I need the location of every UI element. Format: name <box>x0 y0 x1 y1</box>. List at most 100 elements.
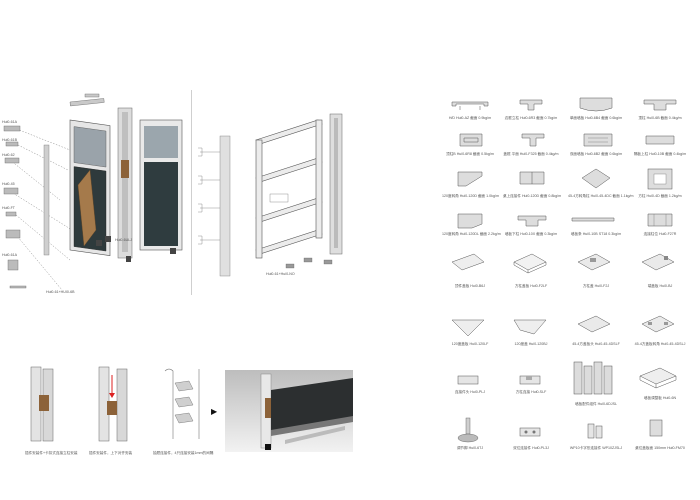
profile-r2c2-spec: 截面 0.4kg/m <box>537 152 559 156</box>
part-r1c4: 端盖板 Hui0-BJ <box>632 284 688 289</box>
foot-label: Hui0-6ULJ <box>115 238 132 242</box>
exploded-label-1: Hui0-61A <box>2 120 17 124</box>
step1-drawing <box>30 366 54 442</box>
assembly-bottom-label: Hui0-61+Hui0-NO <box>266 272 295 276</box>
profile-icon-r3c4 <box>647 168 673 190</box>
divider-vertical-1 <box>191 90 192 295</box>
part-r3c1-name: 连接件头 <box>454 390 470 394</box>
profile-r4c3-name: 墙板条 Hui0-10B <box>570 232 598 236</box>
exploded-label-2: Hui0-61B <box>2 138 17 142</box>
profile-icon-r2c4 <box>645 135 675 145</box>
profile-r1c3: 单面墙板 Hui0-6B4 截面 0.6kg/m <box>568 116 624 121</box>
profile-icon-r1c2 <box>519 99 543 111</box>
profile-r2c2: 盖框 平面 Hui0-F325 截面 0.4kg/m <box>503 152 559 157</box>
profile-r3c4-spec: 截面 1.2kg/m <box>660 194 682 198</box>
part-r3c1: 连接件头 Hui0-PLJ <box>442 390 498 395</box>
part-icon-r2c4 <box>641 315 675 333</box>
parts-catalog: 顶件盖板 Hui0-B6J 方柱盖板 Hui0-F2LF 方柱盖 Hui0-F2… <box>440 250 690 460</box>
part-r4c4: 桌位盖板面 150mm Hui0-FM70 <box>632 446 688 451</box>
part-r1c2-spec: Hui0-F2LF <box>530 284 548 288</box>
profile-r2c3: 双面墙板 Hui0-6B2 截面 0.6kg/m <box>568 152 624 157</box>
profile-r1c3-spec: 截面 0.6kg/m <box>601 116 623 120</box>
profile-r4c2: 墙板下柱 Hui0-10X 截面 0.3kg/m <box>503 232 559 237</box>
exploded-label-4: Hui0-45 <box>2 182 15 186</box>
part-r2c1-spec: Hui0-120LF <box>469 342 489 346</box>
part-icon-r3c3 <box>573 361 613 395</box>
profile-icon-r1c4 <box>643 99 677 111</box>
profile-r4c4: 连接柱位 Hui0-F27R <box>632 232 688 237</box>
part-r3c2: 方柱连接 Hui0-SLF <box>503 390 559 395</box>
step3-drawing <box>164 368 200 439</box>
profile-r3c2: 桌上连接件 Hui0-120D 截面 0.8kg/m <box>503 194 561 199</box>
part-r4c1-name: 调节脚 <box>456 446 468 450</box>
part-icon-r1c4 <box>641 253 675 271</box>
part-icon-r4c1 <box>457 417 479 443</box>
profile-r4c1: 120度转角 Hui0-120DL 截面 2.2kg/m <box>442 232 501 237</box>
profile-icon-r1c1 <box>451 101 489 110</box>
profile-r2c1-spec: 截面 0.5kg/m <box>472 152 494 156</box>
profile-r1c4-spec: 截面 0.4kg/m <box>660 116 682 120</box>
step2-caption: 插件安装件，上下对齐安装 <box>89 451 133 455</box>
installation-steps: 插件安装件+卡扣式连接立柱安装 插件安装件，上下对齐安装 抽屉连接件，4只连接安… <box>25 365 355 465</box>
part-icon-r2c1 <box>451 319 485 337</box>
part-r2c2-spec: Hui0-120BJ <box>528 342 548 346</box>
part-r2c4-name: 45-4方盖板转角 <box>634 342 660 346</box>
part-r3c4: 墙板调整板 Hui0-6N <box>632 396 688 401</box>
part-r1c3-name: 方柱盖 <box>582 284 594 288</box>
part-r4c3: WP10卡字形连接件 WP10ZJSLJ <box>568 446 624 451</box>
part-r2c2-name: 120度盖 <box>514 342 528 346</box>
assembly-drawing <box>198 113 343 277</box>
exploded-label-5: Hui0-FT <box>2 206 15 210</box>
part-r3c2-name: 方柱连接 <box>515 390 531 394</box>
part-icon-r1c3 <box>577 253 611 271</box>
profile-r4c4-spec: Hui0-F27R <box>658 232 677 236</box>
part-icon-r4c2 <box>519 427 541 437</box>
profile-icon-r2c3 <box>583 133 613 147</box>
profile-r3c2-name: 桌上连接件 Hui0-120D <box>503 194 540 198</box>
profile-icon-r4c1 <box>457 213 483 229</box>
part-r1c2: 方柱盖板 Hui0-F2LF <box>503 284 559 289</box>
profile-r1c1: H/D Hui0-AZ 截面 0.9kg/m <box>442 116 498 121</box>
part-r1c4-name: 端盖板 <box>647 284 659 288</box>
part-icon-r3c2 <box>519 375 541 385</box>
exploded-view-panel: Hui0-61A Hui0-61B Hui0-62 Hui0-45 Hui0-F… <box>0 90 190 305</box>
profile-r2c4: 隔板上柱 Hui0-10B 截面 0.4kg/m <box>632 152 688 157</box>
profile-icon-r4c2 <box>517 215 547 227</box>
profile-r2c4-spec: 截面 0.4kg/m <box>665 152 687 156</box>
part-r1c3-spec: Hui0-F2J <box>594 284 610 288</box>
profile-r4c3: 墙板条 Hui0-10B ST18 0.3kg/m <box>568 232 624 237</box>
profile-r3c4-name: 方柱 Hui0-4D <box>638 194 660 198</box>
part-r3c3-spec: Hui0-6DJSL <box>597 402 617 406</box>
part-r3c2-spec: Hui0-SLF <box>531 390 547 394</box>
part-r4c1: 调节脚 Hui0-6TJ <box>442 446 498 451</box>
profile-icon-r3c1 <box>457 171 483 187</box>
profile-r1c1-name: H/D Hui0-AZ <box>448 116 470 120</box>
profile-icon-r4c3 <box>571 217 615 222</box>
part-icon-r1c1 <box>451 253 485 271</box>
profile-icon-r4c4 <box>647 213 673 227</box>
profile-r3c3: 45-4方转角柱 Hui0-45-4DC 截面 1.1kg/m <box>568 194 634 199</box>
profile-r4c1-spec: 截面 2.2kg/m <box>479 232 501 236</box>
part-icon-r1c2 <box>513 253 547 274</box>
exploded-label-3: Hui0-62 <box>2 153 15 157</box>
part-r1c3: 方柱盖 Hui0-F2J <box>568 284 624 289</box>
profile-r4c3-spec: ST18 0.3kg/m <box>598 232 622 236</box>
exploded-view-drawing <box>3 93 183 291</box>
exploded-label-6: Hui0-61A <box>2 253 17 257</box>
profile-r2c4-name: 隔板上柱 Hui0-10B <box>633 152 665 156</box>
profile-r1c4: 顶柱 Hui0-6B 截面 0.4kg/m <box>632 116 688 121</box>
part-r3c3: 墙板配件组件 Hui0-6DJSL <box>568 402 624 407</box>
part-r2c4: 45-4方盖板转角 Hui0-45-4DSLJ <box>632 342 688 347</box>
profile-r4c2-name: 墙板下柱 Hui0-10X <box>504 232 536 236</box>
part-r1c1: 顶件盖板 Hui0-B6J <box>442 284 498 289</box>
part-r1c2-name: 方柱盖板 <box>514 284 530 288</box>
profile-icon-r2c2 <box>521 133 545 147</box>
step3-caption: 抽屉连接件，4只连接安装1mm的间隔 <box>153 451 214 455</box>
part-r4c3-spec: WP10ZJSLJ <box>602 446 623 450</box>
part-r2c3-name: 45-4方盖板头 <box>572 342 594 346</box>
part-r2c2: 120度盖 Hui0-120BJ <box>503 342 559 347</box>
part-r4c2-name: 双位连接件 <box>513 446 532 450</box>
profile-r4c4-name: 连接柱位 <box>643 232 658 236</box>
profile-r3c4: 方柱 Hui0-4D 截面 1.2kg/m <box>632 194 688 199</box>
profile-r1c2-spec: 截面 0.7kg/m <box>536 116 558 120</box>
